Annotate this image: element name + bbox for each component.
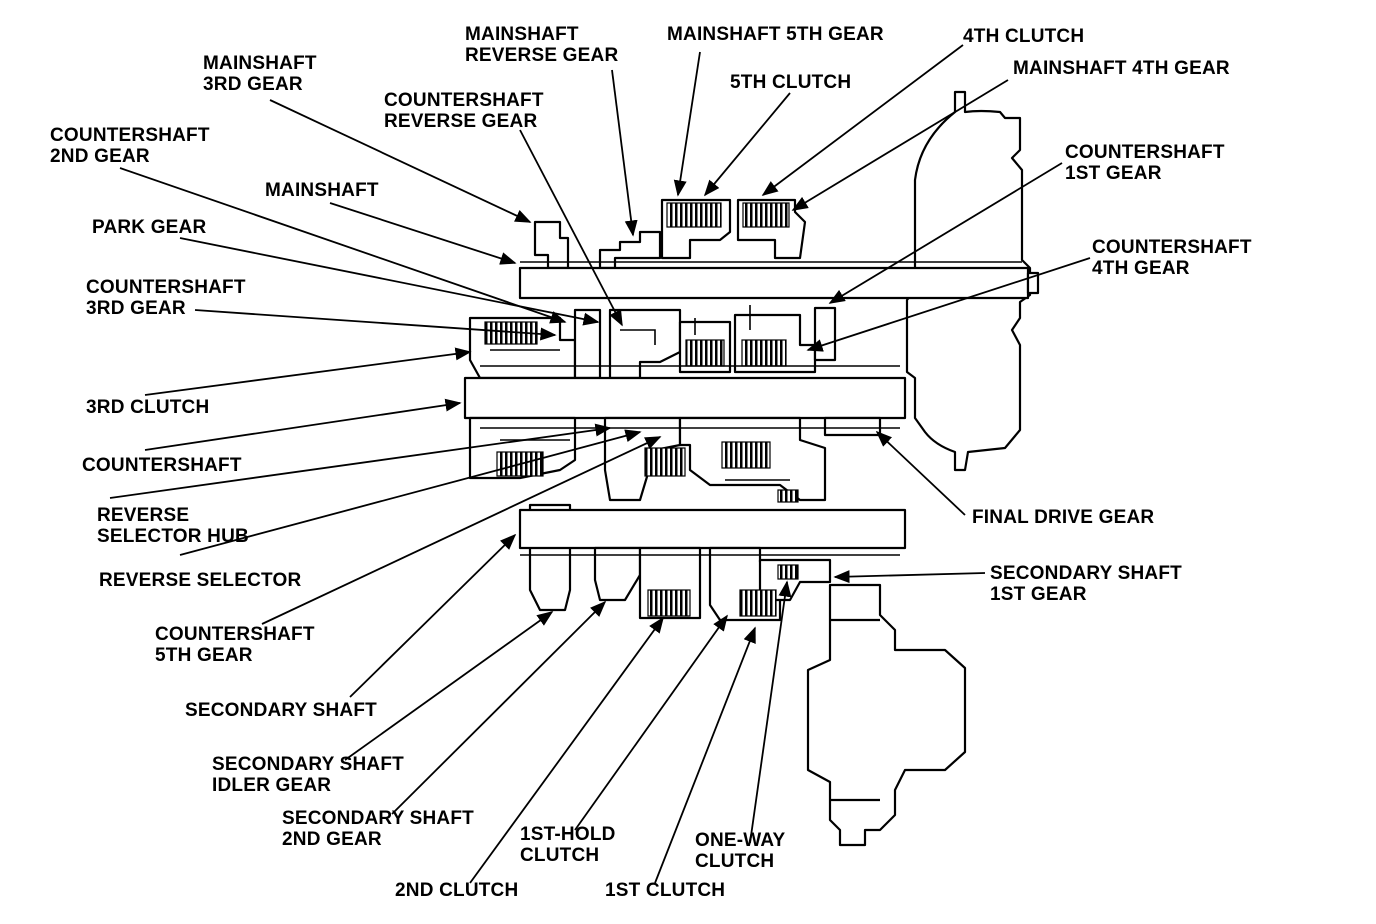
label-mainshaft-5th-gear: MAINSHAFT 5TH GEAR	[667, 24, 884, 45]
label-final-drive-gear: FINAL DRIVE GEAR	[972, 507, 1155, 528]
final-drive-gear	[823, 416, 882, 437]
label-5th-clutch: 5TH CLUTCH	[730, 72, 852, 93]
label-4th-clutch: 4TH CLUTCH	[963, 26, 1085, 47]
label-mainshaft-4th-gear: MAINSHAFT 4TH GEAR	[1013, 58, 1230, 79]
countershaft-1st-gear-upper	[813, 306, 837, 362]
countershaft	[463, 376, 907, 420]
mainshaft	[518, 266, 1030, 300]
clutch-packs	[484, 202, 799, 617]
label-2nd-clutch: 2ND CLUTCH	[395, 880, 519, 901]
label-reverse-selector: REVERSE SELECTOR	[99, 570, 302, 591]
secondary-shaft	[518, 508, 907, 550]
mainshaft-reverse-gear-hub	[598, 230, 662, 270]
label-park-gear: PARK GEAR	[92, 217, 207, 238]
label-secondary-shaft: SECONDARY SHAFT	[185, 700, 377, 721]
leader-lines	[109, 44, 1091, 884]
label-1st-clutch: 1ST CLUTCH	[605, 880, 726, 901]
label-3rd-clutch: 3RD CLUTCH	[86, 397, 210, 418]
label-mainshaft: MAINSHAFT	[265, 180, 379, 201]
mainshaft-3rd-gear-hub	[533, 220, 570, 270]
differential	[806, 583, 967, 847]
label-countershaft: COUNTERSHAFT	[82, 455, 242, 476]
